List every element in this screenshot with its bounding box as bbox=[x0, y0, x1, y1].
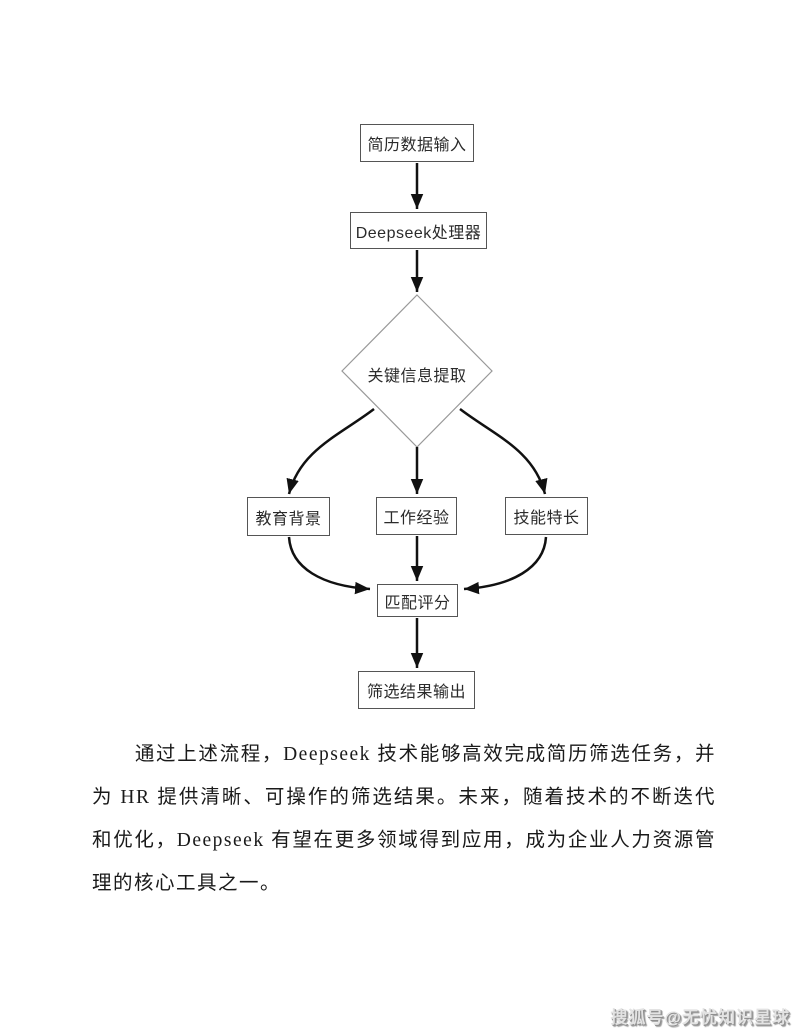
resume-screening-flowchart: 简历数据输入 Deepseek处理器 关键信息提取 教育背景 工作经验 技能特长… bbox=[247, 124, 588, 709]
flowchart-node-skills: 技能特长 bbox=[505, 497, 588, 535]
watermark-sohu-account: 搜狐号@无忧知识星球 bbox=[610, 1008, 790, 1027]
flowchart-node-key-info-extraction: 关键信息提取 bbox=[367, 368, 467, 385]
arrow-decision-to-education bbox=[286, 408, 375, 495]
arrow-decision-to-skills bbox=[459, 408, 548, 495]
flowchart-node-education-background: 教育背景 bbox=[247, 497, 330, 536]
flowchart-node-work-experience: 工作经验 bbox=[376, 497, 457, 535]
flowchart-node-deepseek-processor: Deepseek处理器 bbox=[350, 212, 487, 249]
flowchart-node-resume-input: 简历数据输入 bbox=[360, 124, 474, 162]
arrow-education-to-score bbox=[287, 536, 371, 595]
flowchart-canvas bbox=[286, 163, 548, 668]
flowchart-node-match-score: 匹配评分 bbox=[377, 584, 458, 617]
summary-paragraph: 通过上述流程，Deepseek 技术能够高效完成简历筛选任务，并为 HR 提供清… bbox=[92, 744, 716, 894]
flowchart-node-screening-output: 筛选结果输出 bbox=[358, 671, 475, 709]
arrow-skills-to-score bbox=[463, 536, 548, 595]
